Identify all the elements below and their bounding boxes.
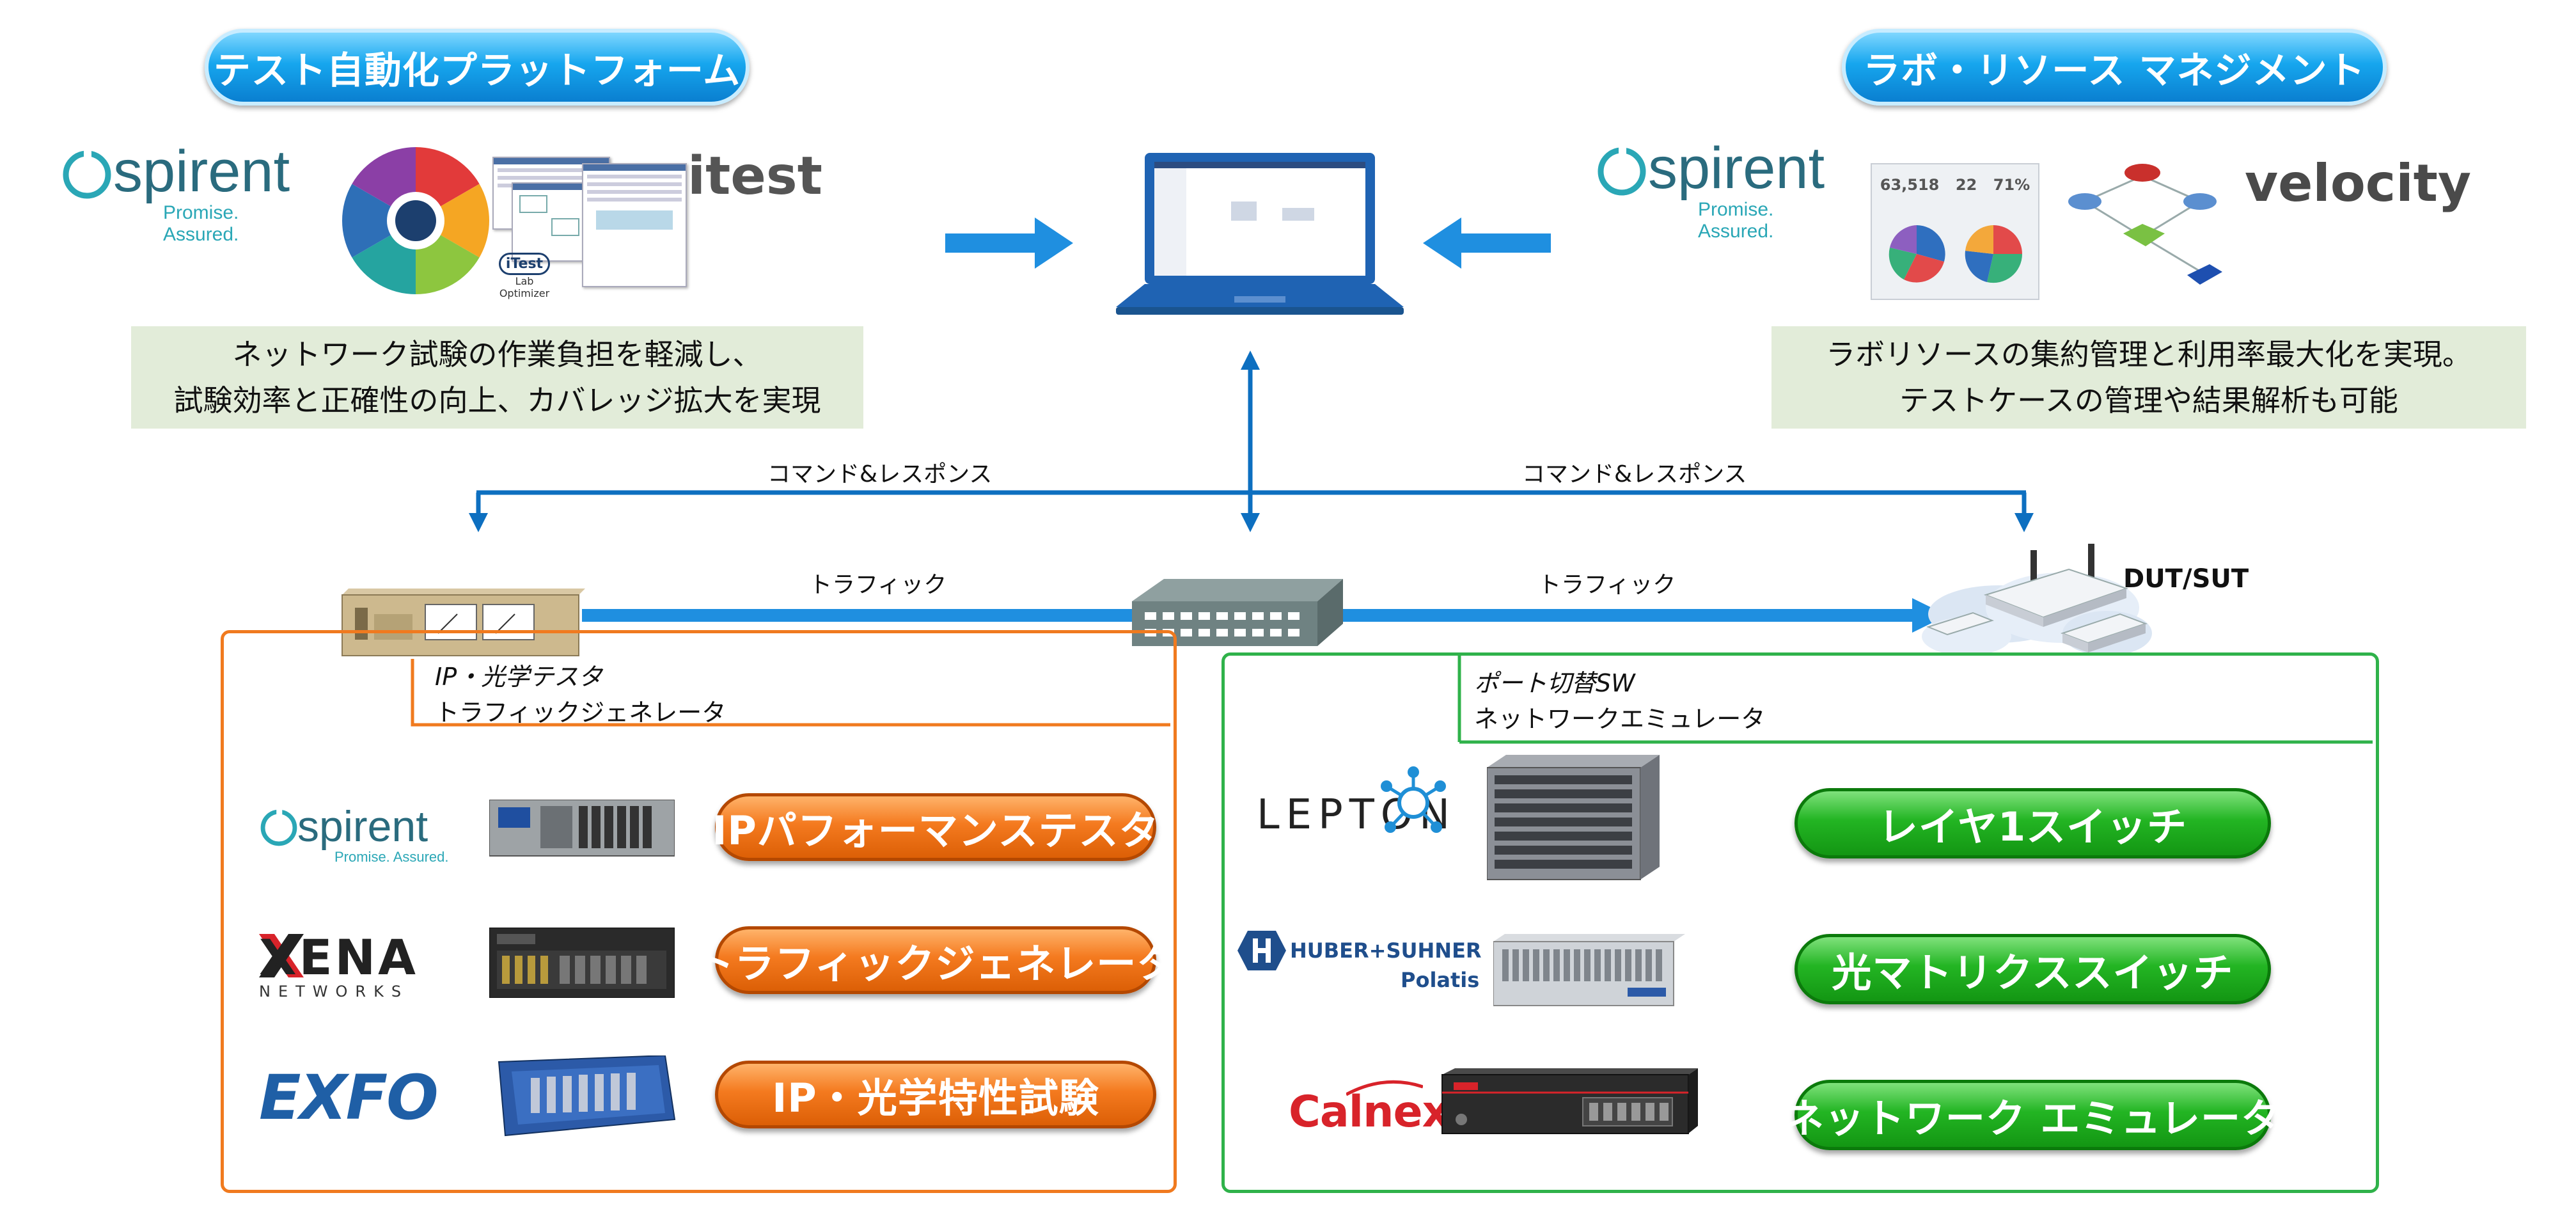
lepton-logo: LEPTON <box>1257 764 1474 841</box>
note-right: ラボリソースの集約管理と利用率最大化を実現。 テストケースの管理や結果解析も可能 <box>1771 326 2526 429</box>
pie-chart-icon <box>1965 225 2023 283</box>
spirent-wordmark: spirent <box>297 802 428 851</box>
label-ip-performance-tester: IPパフォーマンステスタ <box>712 793 1159 861</box>
exfo-logo: EXFO <box>259 1062 451 1134</box>
polatis-wordmark: Polatis <box>1401 968 1480 992</box>
arrow-left-icon <box>1423 217 1551 269</box>
spirent-logo-top-right: spirent Promise. Assured. <box>1596 136 1851 242</box>
traffic-label-left: トラフィック <box>809 572 947 598</box>
spirent-tagline: Promise. Assured. <box>334 849 449 865</box>
label-optical-matrix-switch: 光マトリクススイッチ <box>1795 934 2271 1004</box>
note-left-line-2: 試験効率と正確性の向上、カバレッジ拡大を実現 <box>173 383 821 418</box>
pie-chart-icon <box>1889 225 1945 283</box>
calnex-logo: Calnex <box>1289 1078 1480 1148</box>
switch-label: ポート切替SW ネットワークエミュレータ <box>1474 665 1765 737</box>
spirent-wordmark: spirent <box>1648 136 1825 201</box>
exfo-wordmark: EXFO <box>259 1062 439 1134</box>
itest-wordmark: itest <box>687 146 822 207</box>
header-test-automation: テスト自動化プラットフォーム <box>205 29 750 106</box>
calnex-swoosh-icon <box>1346 1080 1423 1096</box>
dashboard-value: 63,518 <box>1880 176 1940 194</box>
tester-label-line-2: トラフィックジェネレータ <box>435 699 726 727</box>
switch-label-line-2: ネットワークエミュレータ <box>1474 705 1766 733</box>
xena-x-icon <box>259 934 304 977</box>
itest-sub-logo-caption: Lab Optimizer <box>499 275 550 299</box>
xena-wordmark: XENA <box>259 929 418 986</box>
itest-lab-optimizer-badge: iTest Lab Optimizer <box>496 253 553 299</box>
spirent-tester-device <box>489 800 675 857</box>
note-right-line-1: ラボリソースの集約管理と利用率最大化を実現。 <box>1826 337 2472 372</box>
network-switch-icon <box>1132 579 1343 646</box>
xena-tagline: NETWORKS <box>259 983 409 1000</box>
huber-suhner-wordmark: HUBER+SUHNER <box>1290 938 1482 963</box>
dut-cloud-icon <box>1922 544 2152 656</box>
switch-group-box <box>1221 652 2379 1193</box>
label-ip-optical-test: IP・光学特性試験 <box>715 1061 1156 1128</box>
spirent-o-icon <box>1598 145 1646 196</box>
velocity-dashboard: 63,518 22 71% <box>1871 163 2039 300</box>
xena-logo: XENA NETWORKS <box>259 929 451 1004</box>
traffic-label-right: トラフィック <box>1538 572 1676 598</box>
exfo-device <box>498 1055 676 1137</box>
calnex-wordmark: Calnex <box>1289 1087 1450 1137</box>
switch-label-line-1: ポート切替SW <box>1474 669 1635 697</box>
label-traffic-generator: トラフィックジェネレータ <box>695 926 1176 994</box>
lepton-device <box>1487 755 1660 880</box>
velocity-topology-icon <box>2068 164 2222 285</box>
huber-suhner-logo: HUBER+SUHNER Polatis <box>1237 931 1482 1001</box>
label-network-emulator: ネットワーク エミュレータ <box>1784 1080 2281 1150</box>
header-lab-resource-management: ラボ・リソース マネジメント <box>1842 29 2387 106</box>
laptop-icon <box>1116 153 1404 315</box>
ip-optical-tester-device <box>342 589 585 656</box>
spirent-logo-top-left: spirent Promise. Assured. <box>61 139 317 245</box>
dashboard-value: 22 <box>1955 176 1977 194</box>
command-label-left: コマンド&レスポンス <box>767 461 993 487</box>
spirent-o-icon <box>63 148 111 199</box>
spirent-wordmark: spirent <box>113 139 290 204</box>
spirent-o-icon <box>260 808 297 846</box>
tester-group-box <box>221 630 1177 1193</box>
itest-sub-logo: iTest <box>498 253 551 275</box>
huber-suhner-h-icon <box>1237 931 1286 970</box>
itest-wheel-icon <box>342 147 490 294</box>
spirent-tagline: Promise. Assured. <box>1698 199 1774 242</box>
velocity-text: velocity <box>2245 154 2472 213</box>
tester-label: IP・光学テスタ トラフィックジェネレータ <box>435 659 726 731</box>
dut-sut-label: DUT/SUT <box>2123 564 2249 594</box>
polatis-device <box>1493 934 1685 1006</box>
xena-device <box>489 928 675 998</box>
tester-label-line-1: IP・光学テスタ <box>435 663 603 691</box>
lepton-molecule-icon <box>1381 766 1446 833</box>
velocity-wordmark: velocity <box>2245 154 2471 213</box>
note-left: ネットワーク試験の作業負担を軽減し、 試験効率と正確性の向上、カバレッジ拡大を実… <box>131 326 863 429</box>
label-layer1-switch: レイヤ1スイッチ <box>1795 788 2271 858</box>
calnex-device <box>1441 1068 1698 1134</box>
spirent-tagline: Promise. Assured. <box>163 202 239 245</box>
note-right-line-2: テストケースの管理や結果解析も可能 <box>1899 383 2398 418</box>
arrow-right-icon <box>945 217 1073 269</box>
command-label-right: コマンド&レスポンス <box>1522 461 1747 487</box>
dashboard-value: 71% <box>1993 176 2030 194</box>
spirent-logo: spirent Promise. Assured. <box>259 802 451 867</box>
itest-screenshots <box>492 157 687 291</box>
note-left-line-1: ネットワーク試験の作業負担を軽減し、 <box>232 337 762 372</box>
